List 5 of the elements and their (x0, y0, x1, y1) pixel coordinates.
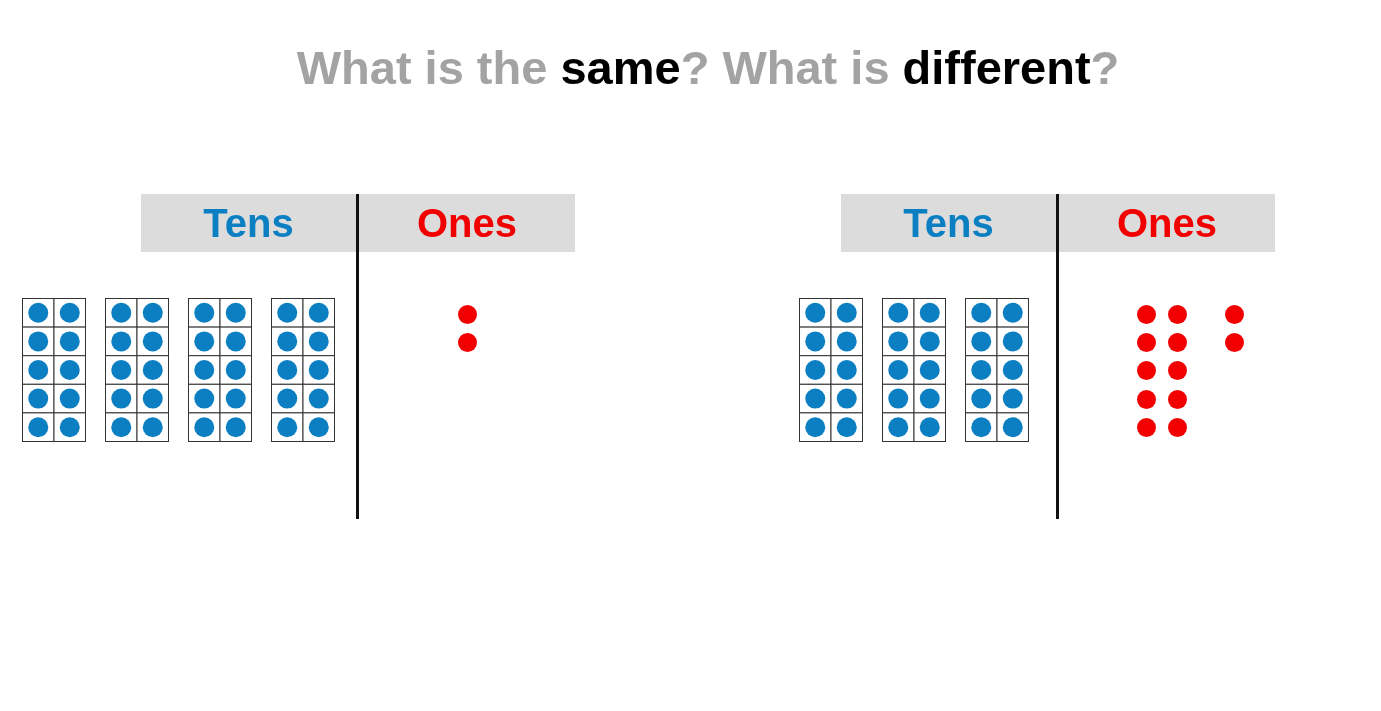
column-header: Tens (841, 194, 1056, 252)
title: What is the same? What is different? (296, 40, 1120, 96)
column-header: Ones (1059, 194, 1275, 252)
column-header: Tens (141, 194, 356, 252)
column-header: Ones (359, 194, 575, 252)
